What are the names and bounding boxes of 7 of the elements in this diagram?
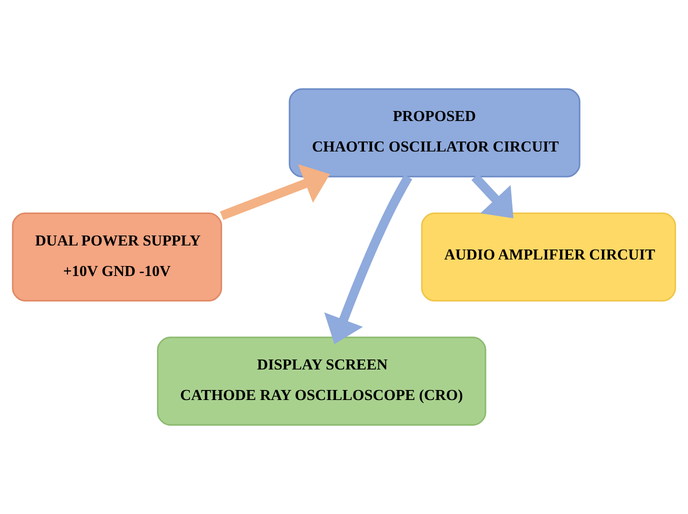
node-box: AUDIO AMPLIFIER CIRCUIT [421,212,676,302]
arrow [220,164,330,220]
arrow [471,174,514,218]
node-box: PROPOSED CHAOTIC OSCILLATOR CIRCUIT [288,88,580,178]
node-box: DUAL POWER SUPPLY +10V GND -10V [12,212,222,302]
node-box: DISPLAY SCREEN CATHODE RAY OSCILLOSCOPE (CRO) [156,336,486,426]
arrow [324,174,412,344]
